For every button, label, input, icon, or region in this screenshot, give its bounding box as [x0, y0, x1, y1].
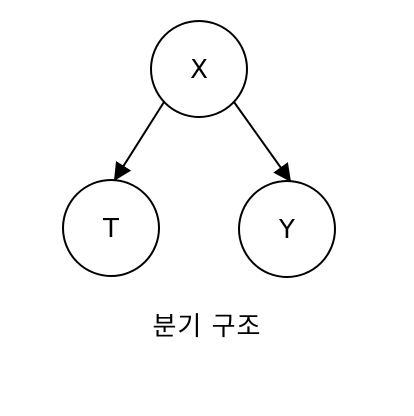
- node-x-circle: [150, 20, 248, 118]
- edge-x-to-y: [233, 101, 292, 183]
- node-t-label: T: [102, 214, 119, 244]
- node-y-circle: [238, 180, 336, 278]
- diagram-caption: 분기 구조: [152, 312, 262, 342]
- edge-x-to-t: [113, 101, 165, 182]
- node-t: T: [62, 179, 160, 277]
- node-y-label: Y: [278, 215, 295, 245]
- node-t-circle: [62, 179, 160, 277]
- node-y: Y: [238, 180, 336, 278]
- node-x: X: [150, 20, 248, 118]
- node-x-label: X: [190, 55, 208, 85]
